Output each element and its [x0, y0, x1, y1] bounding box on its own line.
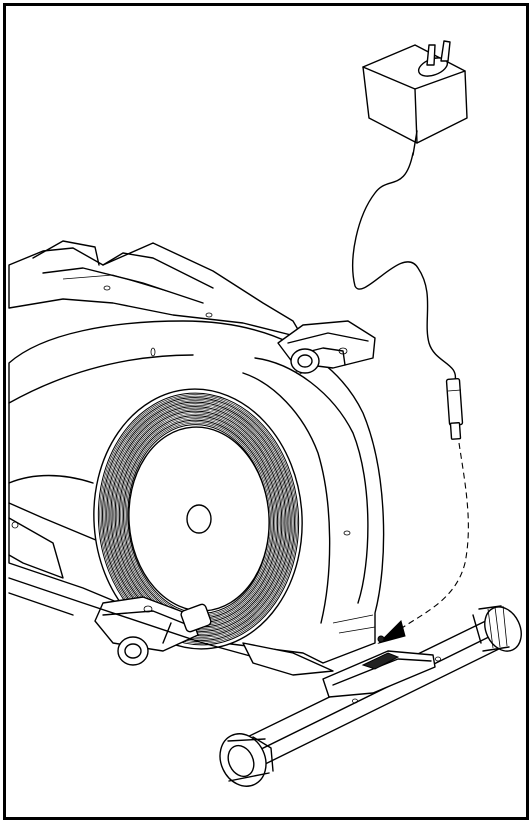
flywheel-ring	[109, 404, 288, 634]
end-caps	[219, 605, 522, 787]
shroud-base-detail	[332, 614, 376, 634]
cable-routing-path	[394, 442, 469, 634]
power-adapter-icon	[362, 40, 468, 156]
adapter-cable	[352, 152, 456, 382]
flywheel-ring	[112, 407, 285, 631]
front-end-cap	[219, 733, 274, 787]
flywheel-ring	[103, 398, 294, 640]
cable-plug	[445, 378, 464, 440]
flywheel	[93, 388, 303, 650]
assembly-illustration	[8, 40, 522, 787]
flywheel-ring	[100, 395, 297, 643]
diagram-frame	[3, 3, 529, 820]
flywheel-ring	[105, 400, 292, 638]
flywheel-ring	[106, 401, 291, 637]
flywheel-ring	[102, 397, 295, 641]
bottom-rail	[8, 577, 334, 676]
right-pedal	[277, 320, 376, 374]
connection-arrow-icon	[377, 620, 406, 644]
left-pedal	[94, 596, 212, 666]
flywheel-ring	[113, 409, 284, 629]
flywheel-ring	[107, 403, 290, 635]
flywheel-ring	[99, 394, 298, 644]
upper-frame	[8, 240, 304, 339]
flywheel-ring	[110, 406, 287, 632]
rear-end-cap	[472, 605, 522, 652]
